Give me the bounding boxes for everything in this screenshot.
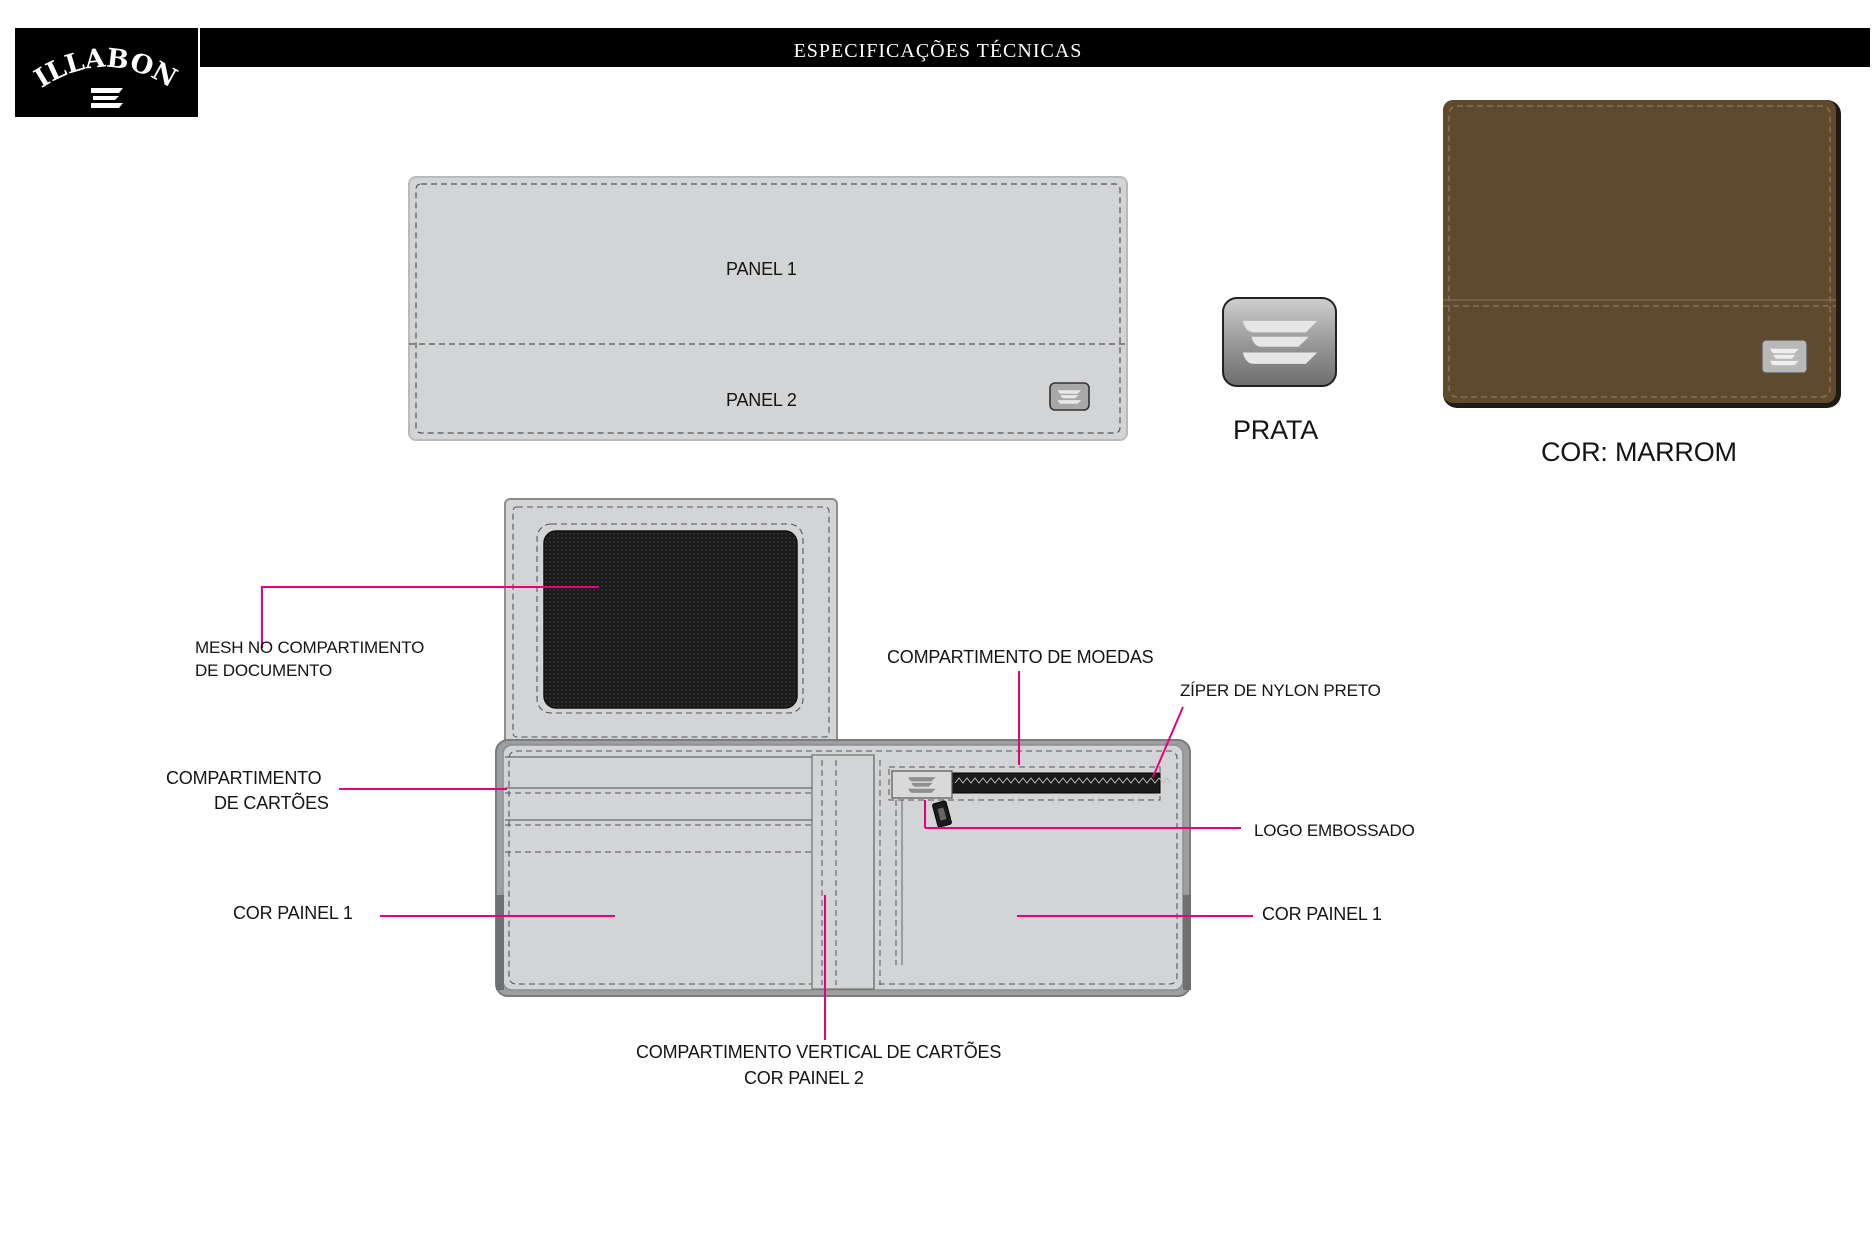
wallet-body (1443, 100, 1836, 403)
leader-mesh-horizontal (261, 586, 599, 588)
panel-stitching (415, 183, 1121, 434)
badge-caption: PRATA (1233, 415, 1319, 445)
small-logo-plate-icon (1049, 382, 1090, 411)
leader-logo-vertical (924, 800, 926, 828)
panel2-label: PANEL 2 (726, 390, 797, 410)
leader-zipper (1152, 706, 1184, 778)
logo-plate-icon (1761, 339, 1808, 374)
open-wallet-flap (504, 498, 838, 746)
embossed-logo-tab-icon (891, 770, 953, 799)
panel-outline (408, 176, 1128, 441)
silver-badge-icon (1222, 297, 1337, 387)
callout-logo: LOGO EMBOSSADO (1254, 821, 1415, 840)
callout-panel-right: COR PAINEL 1 (1262, 904, 1382, 924)
brown-wallet-render (1443, 100, 1841, 408)
header-bar (200, 28, 1870, 67)
callout-cards-line1: COMPARTIMENTO (166, 768, 322, 788)
callout-zipper: ZÍPER DE NYLON PRETO (1180, 681, 1381, 700)
callout-mesh-line1: MESH NO COMPARTIMENTO (195, 638, 425, 657)
callout-coins: COMPARTIMENTO DE MOEDAS (887, 647, 1154, 667)
leader-coins (1018, 671, 1020, 765)
open-wallet-body (495, 739, 1191, 997)
leader-logo-horizontal (925, 827, 1241, 829)
mesh-window (543, 530, 798, 709)
callout-panel-left: COR PAINEL 1 (233, 903, 353, 923)
leader-panel-right (1017, 915, 1253, 917)
leader-panel-left (380, 915, 615, 917)
leader-mesh-vertical (261, 587, 263, 648)
zipper-pull-icon (932, 800, 952, 828)
top-panel-view (408, 176, 1128, 441)
callout-vertical-line2: COR PAINEL 2 (744, 1068, 864, 1088)
callout-cards-line2: DE CARTÕES (214, 793, 329, 813)
colorway-caption: COR: MARROM (1541, 437, 1737, 467)
callout-vertical-line1: COMPARTIMENTO VERTICAL DE CARTÕES (636, 1042, 1002, 1062)
zipper-tape (951, 772, 1161, 794)
leader-vertical-cards (824, 895, 826, 1040)
leader-cards (339, 788, 507, 790)
page-title: ESPECIFICAÇÕES TÉCNICAS (793, 40, 1083, 62)
panel1-label: PANEL 1 (726, 259, 797, 279)
zipper-teeth (954, 777, 1172, 784)
callout-mesh-line2: DE DOCUMENTO (195, 661, 333, 680)
